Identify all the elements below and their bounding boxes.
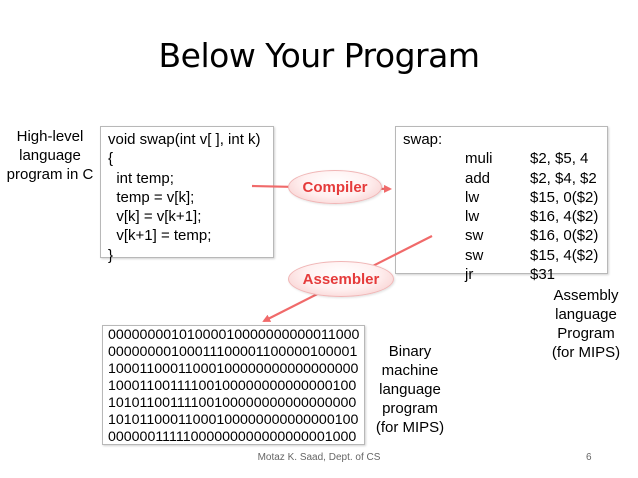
c-code-line: v[k] = v[k+1];: [108, 208, 202, 226]
binary-line: 10101100011000100000000000000100: [108, 412, 359, 428]
high-level-language-label: High-level language program in C: [2, 127, 98, 184]
binary-machine-language-label: Binary machine language program (for MIP…: [366, 342, 454, 437]
binary-line: 00000000100011100001100000100001: [108, 344, 358, 360]
binary-label-line: language: [379, 381, 441, 398]
footer-author: Motaz K. Saad, Dept. of CS: [257, 452, 381, 463]
assembly-row: sw $16, 0($2): [403, 226, 607, 245]
binary-label-line: program: [382, 400, 438, 417]
assembly-operands: $16, 0($2): [530, 227, 599, 245]
assembly-operands: $2, $5, 4: [530, 150, 589, 168]
assembly-operands: $16, 4($2): [530, 208, 599, 226]
high-level-label-line: High-level: [16, 128, 84, 145]
c-code-line: v[k+1] = temp;: [108, 227, 212, 245]
assembler-label: Assembler: [302, 270, 380, 288]
binary-label-line: (for MIPS): [375, 419, 445, 436]
binary-line: 10101100111100100000000000000000: [108, 395, 357, 411]
binary-line: 00000000101000010000000000011000: [108, 327, 360, 343]
binary-line: 00000011111000000000000000001000: [108, 429, 357, 445]
assembly-label-line: (for MIPS): [551, 344, 621, 361]
assembly-label-line: language: [555, 306, 617, 323]
assembly-code-box: swap: muli $2, $5, 4 add $2, $4, $2 lw $15,…: [395, 126, 608, 283]
binary-label-line: Binary: [388, 343, 432, 360]
assembly-row: lw $16, 4($2): [403, 207, 607, 226]
assembly-opcode: sw: [465, 246, 484, 264]
assembly-operands: $31: [530, 266, 556, 284]
assembly-label-line: Program: [557, 325, 615, 342]
slide-number: 6: [586, 452, 592, 463]
assembly-row: jr $31: [403, 265, 607, 284]
assembly-row: sw $15, 4($2): [403, 246, 607, 265]
assembly-label-line: Assembly: [553, 287, 619, 304]
assembly-operands: $15, 0($2): [530, 188, 599, 206]
c-code-line: void swap(int v[ ], int k): [108, 131, 261, 148]
high-level-label-line: program in C: [6, 166, 94, 183]
c-code-line: {: [108, 150, 114, 168]
assembly-operands: $15, 4($2): [530, 246, 599, 264]
assembly-operands: $2, $4, $2: [530, 169, 597, 187]
assembly-opcode: jr: [465, 266, 474, 284]
binary-line: 10001100011000100000000000000000: [108, 361, 359, 377]
compiler-label: Compiler: [302, 178, 368, 196]
assembly-label-swap: swap:: [403, 131, 443, 148]
slide-title: Below Your Program: [158, 36, 480, 75]
binary-code-box: 00000000101000010000000000011000 0000000…: [102, 325, 365, 445]
assembly-opcode: lw: [465, 208, 480, 226]
assembly-opcode: lw: [465, 188, 480, 206]
assembly-row: add $2, $4, $2: [403, 169, 607, 188]
high-level-label-line: language: [19, 147, 81, 164]
binary-label-line: machine: [381, 362, 439, 379]
assembly-opcode: add: [465, 169, 491, 187]
c-code-line: int temp;: [108, 169, 174, 187]
assembly-opcode: muli: [465, 150, 493, 168]
assembly-language-label: Assembly language Program (for MIPS): [540, 286, 632, 362]
assembly-row: lw $15, 0($2): [403, 188, 607, 207]
assembler-oval: Assembler: [288, 261, 394, 297]
compiler-oval: Compiler: [288, 170, 382, 204]
assembly-row: muli $2, $5, 4: [403, 149, 607, 168]
c-code-line: }: [108, 246, 114, 264]
assembly-opcode: sw: [465, 227, 484, 245]
c-code-box: void swap(int v[ ], int k) { int temp; t…: [100, 126, 274, 264]
c-code-line: temp = v[k];: [108, 188, 195, 206]
binary-line: 10001100111100100000000000000100: [108, 378, 357, 394]
